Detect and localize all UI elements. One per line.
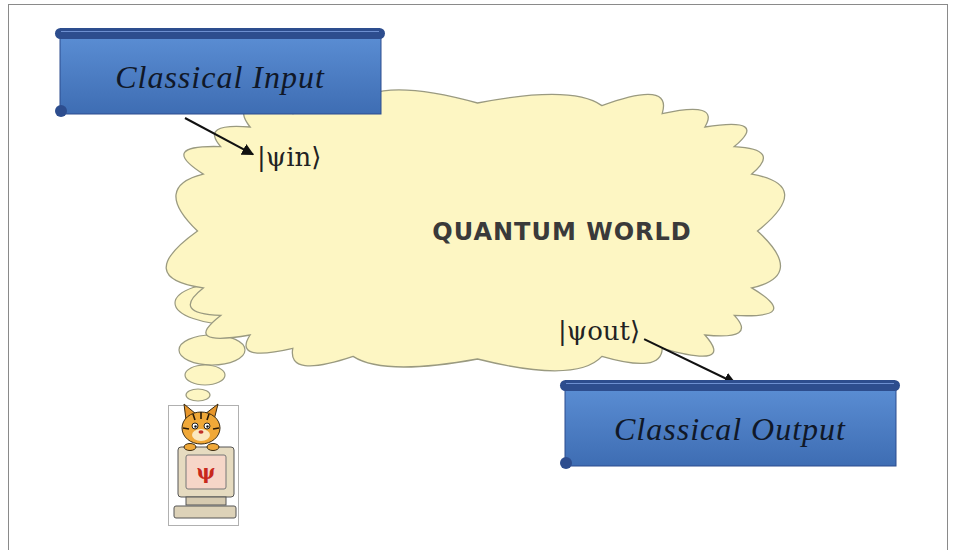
- thought-bubble: [186, 389, 210, 401]
- region-title: QUANTUM WORLD: [432, 218, 691, 246]
- cloud-shape: [166, 90, 784, 371]
- state-label: |ψin⟩: [257, 142, 321, 173]
- cloud-region: |ψin⟩ QUANTUM WORLD |ψout⟩: [165, 78, 790, 383]
- cat-pupil: [206, 425, 208, 427]
- cat-paw: [207, 444, 219, 451]
- cat-stripes: [183, 412, 219, 429]
- banner-body: [60, 34, 381, 114]
- banner-roll: [560, 380, 900, 391]
- screen-symbol: ψ: [197, 462, 216, 482]
- cat-eye: [204, 423, 210, 429]
- thought-bubble: [179, 335, 245, 365]
- screen: [186, 455, 226, 489]
- keyboard: [174, 506, 236, 518]
- banner-body: [565, 386, 896, 466]
- text-slot: |ψin⟩: [257, 142, 321, 173]
- cat-pupil: [194, 425, 196, 427]
- banner-title: Classical Input: [115, 59, 325, 96]
- label-slot: ψ: [197, 462, 216, 482]
- banner-title: Classical Output: [614, 411, 846, 448]
- cat-muzzle: [192, 429, 210, 441]
- text-slot: |ψout⟩: [558, 316, 640, 347]
- cat-eye: [192, 423, 198, 429]
- scroll-banner: Classical Output: [560, 380, 900, 470]
- text-slot: QUANTUM WORLD: [432, 218, 691, 246]
- banner-curl: [560, 457, 572, 469]
- banner-roll: [55, 28, 385, 39]
- cat-nose: [199, 430, 204, 434]
- thought-bubble: [185, 365, 225, 385]
- state-label: |ψout⟩: [558, 316, 640, 347]
- monitor: [178, 447, 234, 497]
- banner-curl: [55, 105, 67, 117]
- page-frame: [9, 5, 948, 550]
- banner-roll-highlight: [566, 383, 894, 384]
- monitor-stand: [186, 497, 226, 505]
- banner-roll-highlight: [61, 31, 379, 32]
- scroll-banner: Classical Input: [55, 28, 385, 118]
- cat-paw: [184, 444, 196, 451]
- cat-head: [182, 412, 220, 444]
- picture-frame: [169, 406, 239, 526]
